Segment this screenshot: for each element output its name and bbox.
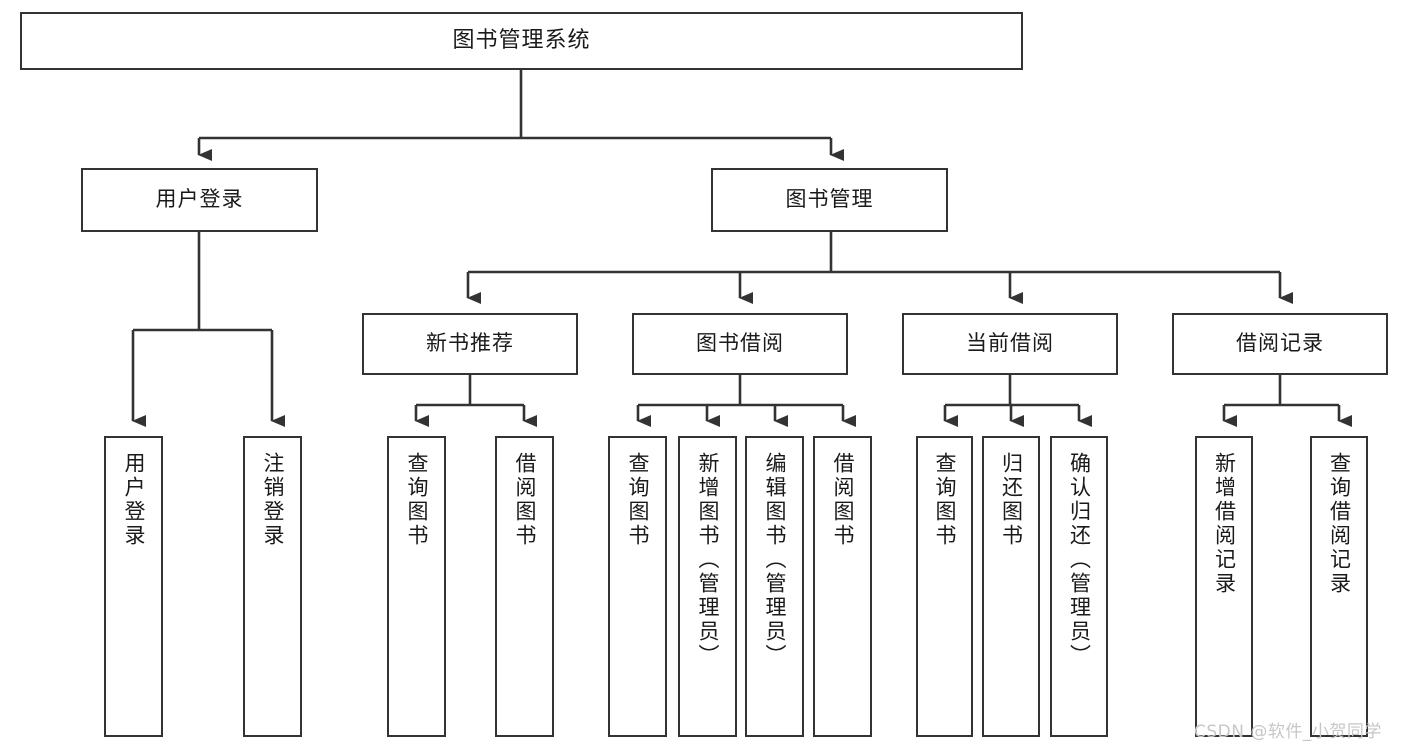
- node-book-borrow[interactable]: 图书借阅: [632, 313, 848, 375]
- node-label: 新书推荐: [426, 331, 514, 356]
- leaf-edit-book-admin[interactable]: 编辑图书（管理员）: [745, 436, 804, 737]
- node-label: 借阅图书: [513, 452, 537, 548]
- node-label: 编辑图书（管理员）: [763, 452, 787, 668]
- node-label: 查询图书: [933, 452, 957, 548]
- leaf-query-book-new-rec[interactable]: 查询图书: [387, 436, 446, 737]
- leaf-query-book-current[interactable]: 查询图书: [916, 436, 973, 737]
- csdn-watermark: CSDN @软件_小贺同学: [1194, 722, 1382, 742]
- node-label: 图书管理系统: [452, 27, 591, 53]
- leaf-return-book[interactable]: 归还图书: [982, 436, 1040, 737]
- leaf-user-login[interactable]: 用户登录: [104, 436, 163, 737]
- node-label: 新增图书（管理员）: [696, 452, 720, 668]
- leaf-borrow-book-borrow[interactable]: 借阅图书: [813, 436, 872, 737]
- leaf-logout[interactable]: 注销登录: [243, 436, 302, 737]
- leaf-query-borrow-record[interactable]: 查询借阅记录: [1310, 436, 1368, 737]
- node-label: 查询图书: [405, 452, 429, 548]
- node-user-login[interactable]: 用户登录: [81, 168, 318, 232]
- node-label: 用户登录: [122, 452, 146, 548]
- node-label: 归还图书: [999, 452, 1024, 548]
- node-borrow-record[interactable]: 借阅记录: [1172, 313, 1388, 375]
- node-new-book-recommendation[interactable]: 新书推荐: [362, 313, 578, 375]
- leaf-query-book-borrow[interactable]: 查询图书: [608, 436, 667, 737]
- leaf-borrow-book-new-rec[interactable]: 借阅图书: [495, 436, 554, 737]
- node-current-borrow[interactable]: 当前借阅: [902, 313, 1118, 375]
- leaf-confirm-return-admin[interactable]: 确认归还（管理员）: [1050, 436, 1108, 737]
- leaf-add-book-admin[interactable]: 新增图书（管理员）: [678, 436, 737, 737]
- node-root-book-management-system[interactable]: 图书管理系统: [20, 12, 1023, 70]
- node-label: 借阅记录: [1236, 331, 1324, 356]
- node-label: 图书管理: [785, 187, 874, 212]
- node-label: 图书借阅: [696, 331, 784, 356]
- node-label: 借阅图书: [831, 452, 855, 548]
- node-label: 查询借阅记录: [1327, 452, 1352, 596]
- node-label: 当前借阅: [966, 331, 1054, 356]
- node-book-manage[interactable]: 图书管理: [711, 168, 948, 232]
- node-label: 确认归还（管理员）: [1067, 452, 1092, 668]
- node-label: 查询图书: [626, 452, 650, 548]
- node-label: 用户登录: [155, 187, 244, 212]
- leaf-add-borrow-record[interactable]: 新增借阅记录: [1195, 436, 1253, 737]
- node-label: 注销登录: [261, 452, 285, 548]
- node-label: 新增借阅记录: [1212, 452, 1237, 596]
